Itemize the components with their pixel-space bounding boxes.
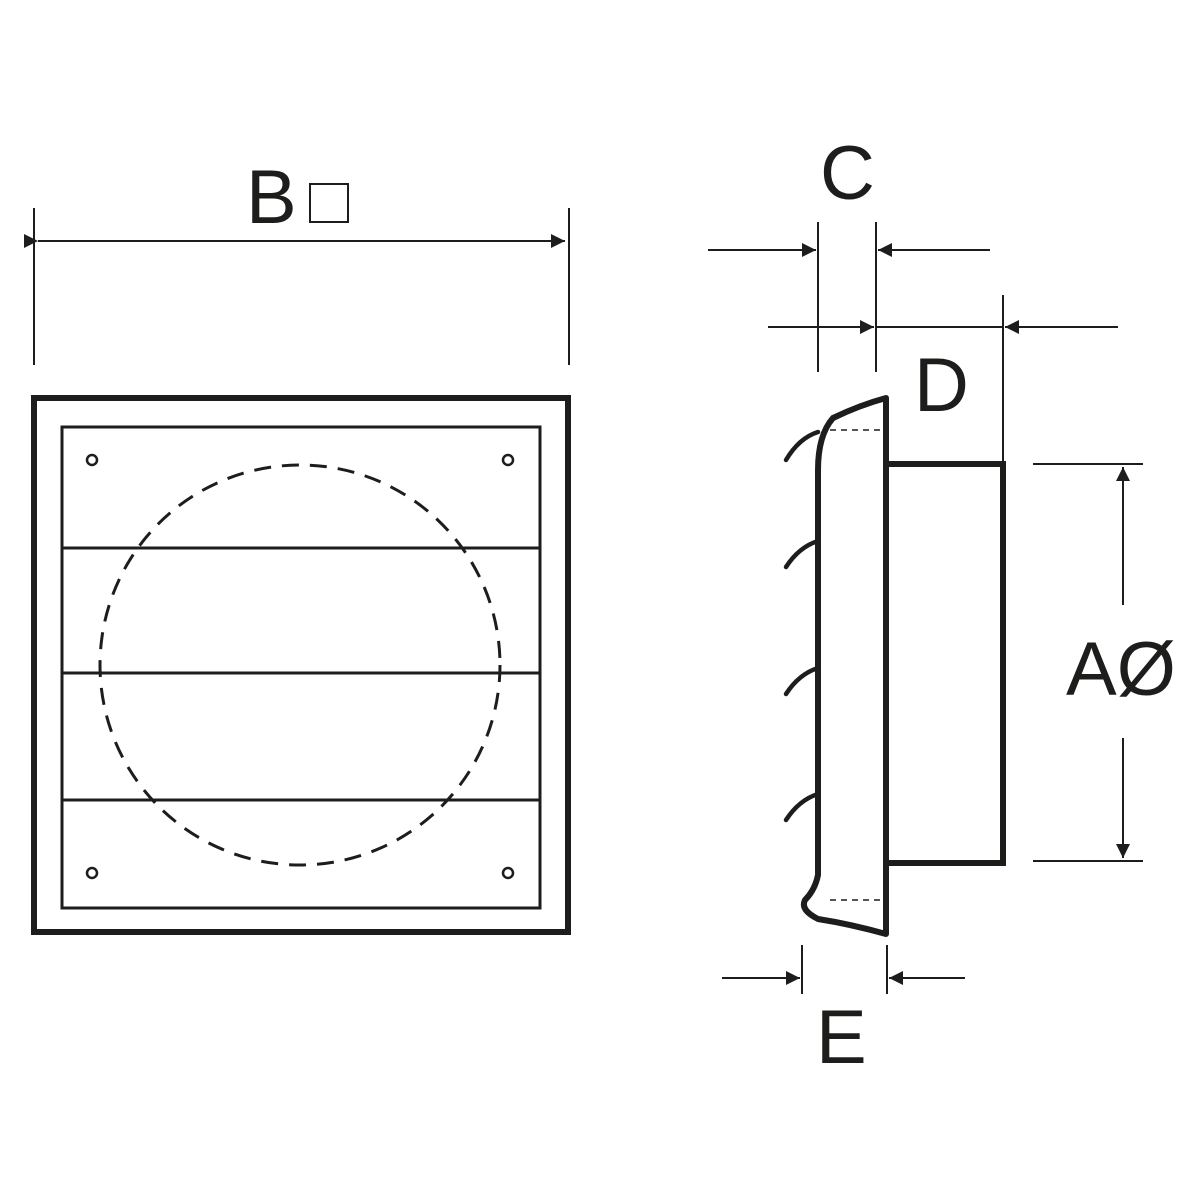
dimension-label-d: D (914, 343, 969, 428)
dimension-label-a-diameter: AØ (1066, 627, 1176, 712)
label-b-text: B (246, 155, 297, 240)
outer-frame (31, 395, 571, 935)
side-view (708, 222, 1143, 994)
screw-hole-top-right (501, 453, 515, 467)
dimension-label-e: E (816, 995, 867, 1080)
louvre-flap-1 (783, 429, 821, 463)
dimension-label-b: B (246, 160, 349, 236)
spigot (883, 461, 1006, 866)
louvre-flap-4 (783, 791, 821, 823)
dimension-label-c: C (820, 131, 875, 216)
screw-hole-bottom-left (85, 866, 99, 880)
duct-outline-dashed (98, 463, 502, 867)
screw-hole-top-left (85, 453, 99, 467)
front-view (24, 208, 571, 935)
square-symbol-icon (308, 183, 349, 223)
screw-hole-bottom-right (501, 866, 515, 880)
grille-profile (800, 395, 889, 937)
louvre-flap-3 (783, 665, 821, 697)
louvre-flap-2 (783, 538, 821, 570)
inner-panel (60, 425, 542, 910)
